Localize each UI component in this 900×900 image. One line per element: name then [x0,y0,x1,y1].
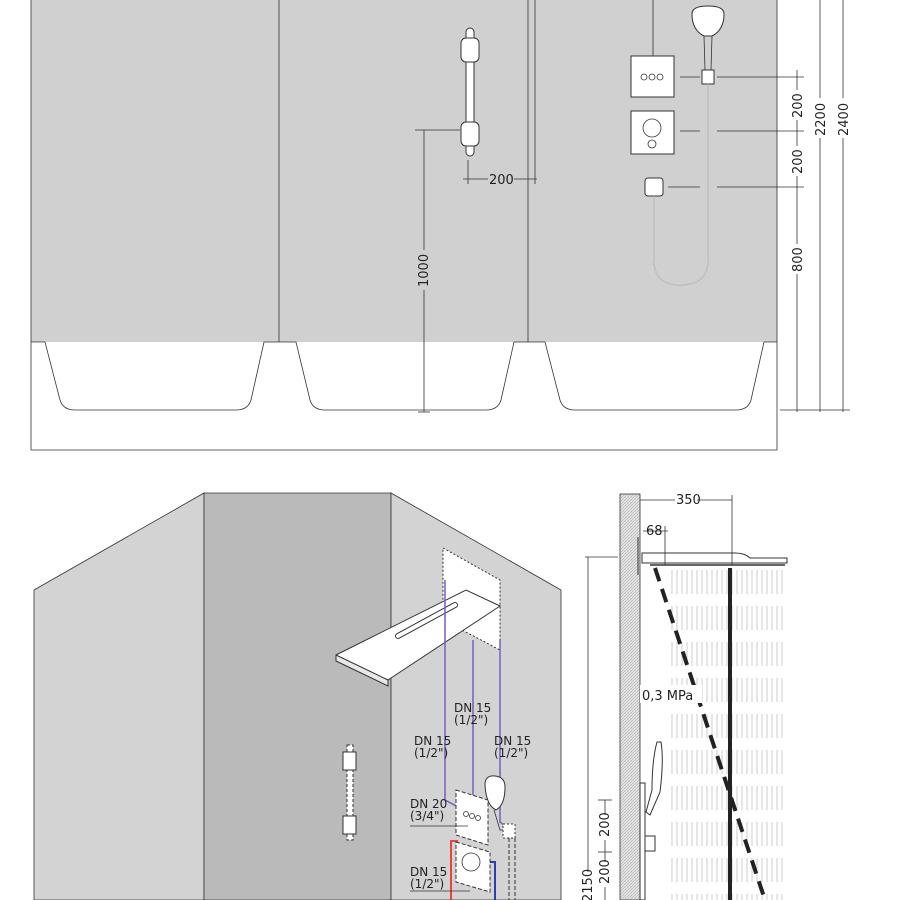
frame [30,0,778,451]
thermostat-control [630,110,675,155]
hand-shower [644,5,725,286]
pipe-label-inch: (1/2") [494,746,528,760]
pipe-label-size: DN 15 [454,701,491,715]
dim-control-height: 2200 [814,103,829,136]
dim-overall-height: 2400 [837,103,852,136]
front-view: 1000 200 [30,0,852,451]
water-spray [671,570,783,900]
controls-iso [410,775,516,900]
dim-head-height: 2150 [581,869,596,900]
dim-control-spacing-lower: 200 [791,149,806,174]
hand-shower-side [639,741,663,900]
bathtubs [31,341,777,411]
dim-spacing-b: 200 [598,859,613,884]
dim-control-spacing-upper: 200 [791,93,806,118]
side-view: 350 68 0,3 MPa 200 200 2150 [581,493,788,900]
overhead-shower-side [637,537,788,575]
wall-section [619,493,641,900]
pipe-label-size: DN 20 [410,797,447,811]
dim-rail-spacing: 200 [489,173,514,188]
pipe-label-size: DN 15 [494,734,531,748]
pipe-label-inch: (3/4") [410,809,444,823]
dim-hose-outlet-height: 800 [791,247,806,272]
pipe-label-inch: (1/2") [414,746,448,760]
dim-projection: 350 [676,493,701,508]
wall-area [31,0,777,342]
dim-arm-offset: 68 [646,524,663,539]
pipe-label-size: DN 15 [410,865,447,879]
pipe-label-size: DN 15 [414,734,451,748]
pipe-label-inch: (1/2") [454,713,488,727]
three-button-control [630,55,675,98]
isometric-view: DN 15 (1/2") DN 15 (1/2") DN 15 (1/2") D… [33,492,562,900]
grab-rail-iso [342,744,357,841]
grab-rail [460,27,480,157]
pipe-label-inch: (1/2") [410,877,444,891]
dim-spacing-a: 200 [598,812,613,837]
overhead-shower-iso [335,547,502,687]
spray-angled [653,567,767,900]
pressure-label: 0,3 MPa [642,689,693,704]
dim-rail-height: 1000 [417,254,432,287]
